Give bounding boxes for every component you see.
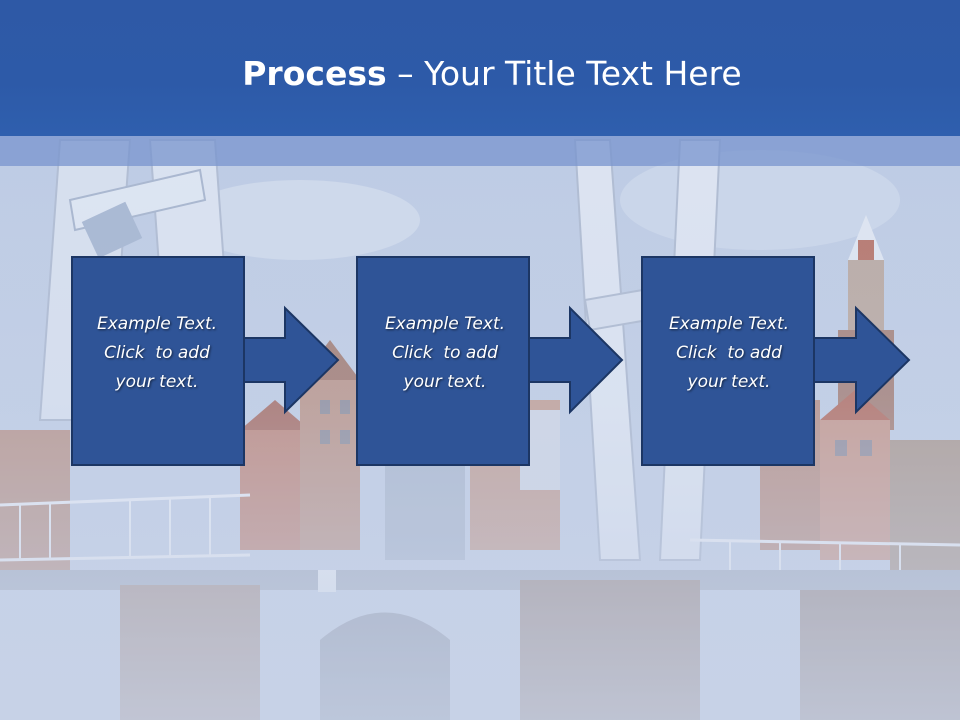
process-step-1-text[interactable]: Example Text. Click to add your text. (71, 310, 243, 397)
step-text-line: Click to add (676, 343, 782, 363)
process-box-3 (641, 256, 815, 466)
arrow-right-icon (514, 305, 624, 415)
process-box-1 (71, 256, 245, 466)
step-text-line: your text. (403, 372, 487, 392)
process-box-2 (356, 256, 530, 466)
step-text-line: Click to add (392, 343, 498, 363)
step-text-line: Click to add (104, 343, 210, 363)
arrow-right-icon (799, 305, 911, 415)
slide-title[interactable]: Process – Your Title Text Here (0, 48, 960, 100)
step-text-line: your text. (687, 372, 771, 392)
arrow-right-icon (229, 305, 340, 415)
title-bar (0, 0, 960, 136)
process-step-1-shape[interactable] (71, 256, 340, 466)
title-bold-part: Process (242, 54, 387, 93)
title-underband (0, 136, 960, 166)
step-text-line: Example Text. (384, 314, 506, 334)
step-text-line: Example Text. (668, 314, 790, 334)
process-step-3-text[interactable]: Example Text. Click to add your text. (643, 310, 815, 397)
title-separator: – (386, 54, 425, 93)
step-text-line: your text. (115, 372, 199, 392)
process-step-3-shape[interactable] (641, 256, 911, 466)
step-text-line: Example Text. (96, 314, 218, 334)
process-step-2-text[interactable]: Example Text. Click to add your text. (359, 310, 531, 397)
process-step-2-shape[interactable] (356, 256, 624, 466)
title-rest: Your Title Text Here (424, 54, 742, 93)
